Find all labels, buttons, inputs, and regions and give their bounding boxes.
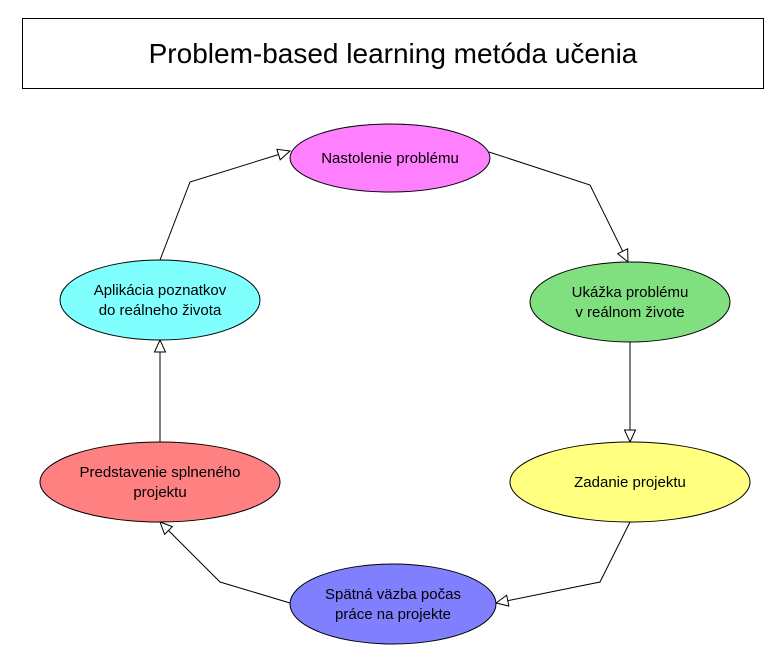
edge-n4-to-n5 — [159, 521, 291, 604]
node-ellipse — [59, 259, 261, 341]
arrowhead — [153, 338, 167, 353]
connector-line — [495, 521, 631, 604]
node-ellipse — [509, 441, 751, 523]
node-ellipse — [529, 261, 731, 343]
edge-n2-to-n3 — [623, 342, 637, 444]
node-label: do reálneho života — [99, 302, 222, 319]
connector-line — [488, 151, 629, 263]
connector-line — [159, 521, 291, 604]
step-node-1: Nastolenie problému — [289, 123, 491, 193]
node-label: Zadanie projektu — [574, 474, 686, 491]
node-ellipse — [289, 563, 497, 645]
step-node-3: Zadanie projektu — [509, 441, 751, 523]
arrowhead — [159, 521, 174, 536]
step-node-2: Ukážka problému v reálnom živote — [529, 261, 731, 343]
node-label: Ukážka problému — [572, 284, 689, 301]
node-label: Predstavenie splneného — [80, 464, 241, 481]
edge-n1-to-n2 — [488, 151, 629, 264]
edge-n6-to-n1 — [159, 148, 292, 261]
arrowhead — [494, 594, 510, 607]
edge-n5-to-n6 — [153, 338, 167, 442]
node-label: Nastolenie problému — [321, 150, 459, 167]
connector-line — [159, 150, 291, 261]
step-node-5: Predstavenie splneného projektu — [39, 441, 281, 523]
arrowhead — [616, 248, 629, 264]
node-label: Aplikácia poznatkov — [94, 282, 227, 299]
node-ellipse — [39, 441, 281, 523]
node-label: práce na projekte — [335, 606, 451, 623]
node-label: Spätná väzba počas — [325, 586, 461, 603]
arrowhead — [276, 148, 292, 161]
node-label: v reálnom živote — [575, 304, 684, 321]
edge-n3-to-n4 — [494, 521, 631, 607]
step-node-6: Aplikácia poznatkov do reálneho života — [59, 259, 261, 341]
node-label: projektu — [133, 484, 186, 501]
arrowhead — [623, 429, 637, 444]
diagram-title: Problem-based learning metóda učenia — [22, 18, 764, 89]
node-ellipse — [289, 123, 491, 193]
step-node-4: Spätná väzba počas práce na projekte — [289, 563, 497, 645]
